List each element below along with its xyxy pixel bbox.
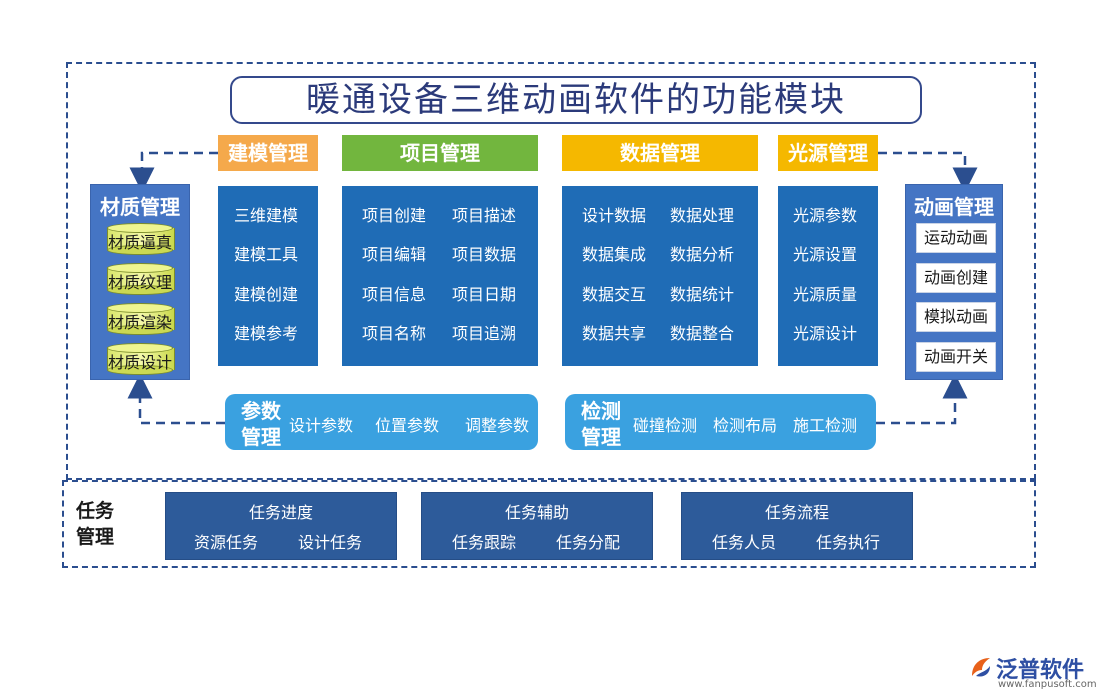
light-item: 光源设置 — [793, 245, 858, 264]
params-item: 设计参数 — [289, 416, 354, 435]
task-box-assist: 任务辅助 任务跟踪 任务分配 — [421, 492, 653, 560]
data-item: 数据分析 — [670, 245, 735, 264]
arrow-light-to-animation — [878, 151, 978, 193]
detect-item: 检测布局 — [713, 416, 778, 435]
light-header: 光源管理 — [778, 135, 878, 171]
task-box-item: 任务分配 — [556, 533, 621, 552]
detect-title-line2: 管理 — [581, 425, 621, 449]
modeling-item: 建模参考 — [234, 324, 299, 343]
project-item: 项目日期 — [452, 285, 517, 304]
brand-logo: 泛普软件 www.fanpusoft.com — [968, 652, 1097, 692]
task-box-item: 资源任务 — [194, 533, 259, 552]
animation-title: 动画管理 — [914, 195, 994, 219]
detect-panel: 检测 管理 碰撞检测 检测布局 施工检测 — [565, 394, 876, 450]
material-cylinder: 材质设计 — [107, 343, 175, 375]
modeling-panel: 三维建模 建模工具 建模创建 建模参考 — [218, 186, 318, 366]
data-item: 数据共享 — [582, 324, 647, 343]
params-title-line1: 参数 — [241, 399, 281, 423]
detect-item: 碰撞检测 — [633, 416, 698, 435]
modeling-item: 建模创建 — [234, 285, 299, 304]
detect-item: 施工检测 — [793, 416, 858, 435]
task-box-title: 任务进度 — [248, 503, 313, 522]
material-title: 材质管理 — [100, 195, 180, 219]
arrow-params-to-material — [127, 373, 225, 425]
data-item: 数据统计 — [670, 285, 735, 304]
project-item: 项目追溯 — [452, 324, 517, 343]
main-frame — [66, 62, 1036, 480]
material-cylinder: 材质逼真 — [107, 223, 175, 255]
task-box-item: 任务人员 — [712, 533, 777, 552]
material-item: 材质纹理 — [107, 273, 172, 292]
detect-title-line1: 检测 — [581, 399, 621, 423]
project-item: 项目创建 — [362, 206, 427, 225]
params-item: 调整参数 — [465, 416, 530, 435]
material-cylinder: 材质纹理 — [107, 263, 175, 295]
page-title: 暖通设备三维动画软件的功能模块 — [230, 76, 922, 124]
project-item: 项目信息 — [362, 285, 427, 304]
animation-item: 模拟动画 — [916, 302, 996, 332]
project-item: 项目描述 — [452, 206, 517, 225]
project-item: 项目编辑 — [362, 245, 427, 264]
data-item: 数据集成 — [582, 245, 647, 264]
task-box-title: 任务辅助 — [504, 503, 569, 522]
material-item: 材质逼真 — [107, 233, 172, 252]
data-item: 数据交互 — [582, 285, 647, 304]
task-box-title: 任务流程 — [764, 503, 829, 522]
modeling-item: 三维建模 — [234, 206, 299, 225]
light-panel: 光源参数 光源设置 光源质量 光源设计 — [778, 186, 878, 366]
fanpu-logo-icon — [972, 658, 990, 677]
task-label-line2: 管理 — [76, 526, 115, 548]
light-item: 光源参数 — [793, 206, 858, 225]
project-header: 项目管理 — [342, 135, 538, 171]
params-title-line2: 管理 — [241, 425, 281, 449]
modeling-item: 建模工具 — [234, 245, 299, 264]
logo-name: 泛普软件 — [996, 658, 1085, 683]
task-box-item: 任务跟踪 — [452, 533, 517, 552]
arrow-detect-to-animation — [876, 373, 968, 425]
animation-item: 运动动画 — [916, 223, 996, 253]
light-item: 光源设计 — [793, 324, 858, 343]
task-box-item: 任务执行 — [816, 533, 881, 552]
animation-item: 动画创建 — [916, 263, 996, 293]
project-item: 项目名称 — [362, 324, 427, 343]
data-item: 设计数据 — [582, 206, 647, 225]
data-panel: 设计数据 数据处理 数据集成 数据分析 数据交互 数据统计 数据共享 数据整合 — [562, 186, 758, 366]
material-item: 材质渲染 — [107, 313, 172, 332]
params-item: 位置参数 — [375, 416, 440, 435]
task-box-item: 设计任务 — [298, 533, 363, 552]
project-item: 项目数据 — [452, 245, 517, 264]
task-box-progress: 任务进度 资源任务 设计任务 — [165, 492, 397, 560]
task-box-flow: 任务流程 任务人员 任务执行 — [681, 492, 913, 560]
modeling-header: 建模管理 — [218, 135, 318, 171]
task-frame — [62, 480, 1036, 568]
task-label-line1: 任务 — [76, 500, 115, 522]
arrow-modeling-to-material — [129, 151, 218, 193]
params-panel: 参数 管理 设计参数 位置参数 调整参数 — [225, 394, 538, 450]
material-panel: 材质管理 材质逼真 材质纹理 材质渲染 材质设计 — [90, 184, 190, 380]
material-item: 材质设计 — [107, 353, 172, 372]
material-cylinder: 材质渲染 — [107, 303, 175, 335]
light-item: 光源质量 — [793, 285, 858, 304]
project-panel: 项目创建 项目描述 项目编辑 项目数据 项目信息 项目日期 项目名称 项目追溯 — [342, 186, 538, 366]
data-item: 数据整合 — [670, 324, 735, 343]
data-item: 数据处理 — [670, 206, 735, 225]
animation-item: 动画开关 — [916, 342, 996, 372]
data-header: 数据管理 — [562, 135, 758, 171]
logo-url: www.fanpusoft.com — [998, 679, 1097, 690]
animation-panel: 动画管理 运动动画 动画创建 模拟动画 动画开关 — [905, 184, 1003, 380]
